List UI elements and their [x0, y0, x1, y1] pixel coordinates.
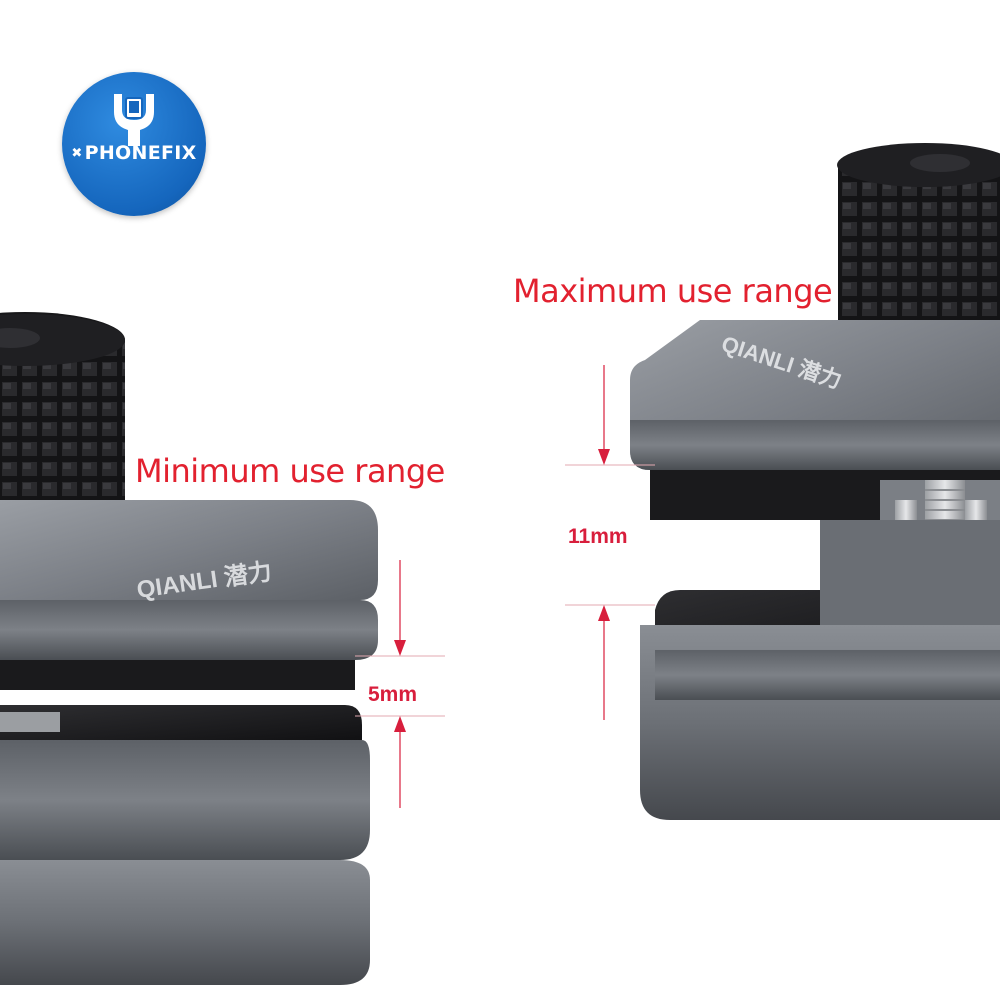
right-lower-jaw — [640, 520, 1000, 820]
phonefix-logo: ✖PHONEFIX — [62, 72, 206, 216]
minimum-range-label: Minimum use range — [135, 452, 445, 490]
min-gap-dimension: 5mm — [368, 683, 418, 706]
left-lower-jaw — [0, 705, 370, 985]
maximum-range-label: Maximum use range — [513, 272, 833, 310]
logo-text: ✖PHONEFIX — [71, 142, 197, 164]
max-gap-dimension: 11mm — [568, 525, 628, 548]
left-upper-jaw: QIANLI 潜力 — [0, 500, 378, 690]
wrench-phone-icon — [114, 94, 154, 146]
right-dimension-indicator — [565, 365, 655, 720]
left-dimension-indicator — [355, 560, 445, 808]
